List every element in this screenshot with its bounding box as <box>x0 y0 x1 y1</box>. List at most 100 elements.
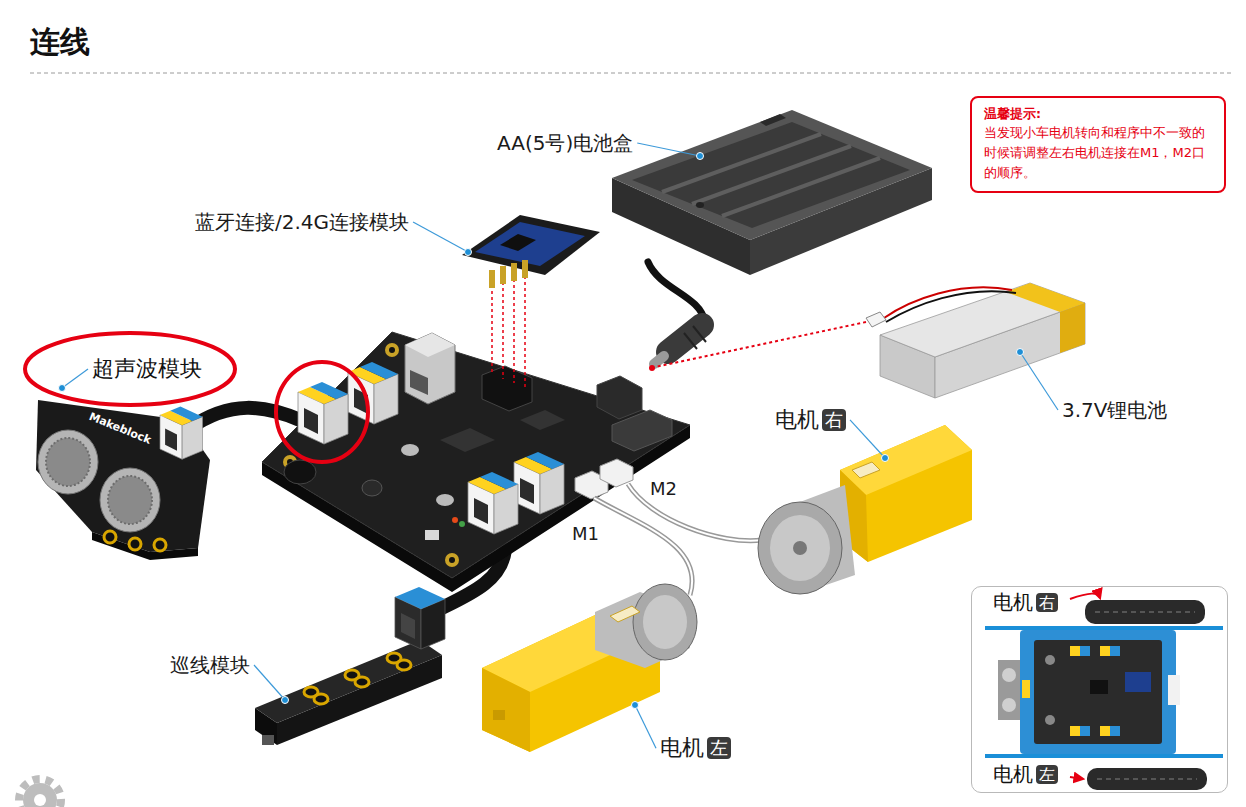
car-top-view <box>985 594 1223 790</box>
battery-box <box>722 158 880 216</box>
gear-icon <box>19 779 61 807</box>
leader-line <box>1020 352 1058 410</box>
motor-wires <box>628 484 762 541</box>
left-motor <box>633 584 697 660</box>
battery-cable <box>654 356 664 364</box>
main-board <box>449 557 455 563</box>
car-top-view <box>1100 646 1110 656</box>
car-top-view <box>1034 640 1162 744</box>
leader-dot <box>282 697 289 704</box>
car-top-view <box>1085 600 1205 624</box>
left-motor <box>482 668 530 752</box>
leader-dot <box>59 385 66 392</box>
ultrasonic-module <box>129 538 141 550</box>
leader-dot <box>1017 349 1024 356</box>
car-top-view <box>1090 680 1108 694</box>
main-board <box>389 347 395 353</box>
car-top-view <box>1168 675 1180 705</box>
leader-dot <box>632 702 639 709</box>
right-motor <box>852 462 880 478</box>
car-top-view <box>1070 594 1100 599</box>
car-top-view <box>1087 768 1207 790</box>
main-board <box>405 333 455 404</box>
ultrasonic-module <box>38 430 98 494</box>
motor-label: 电机 <box>993 590 1033 614</box>
motor-wires <box>594 484 762 595</box>
left-motor <box>493 710 505 720</box>
line-follower-module <box>255 587 445 745</box>
car-top-view <box>1070 726 1080 736</box>
ultrasonic-module <box>108 476 152 524</box>
leader-lines <box>59 143 1059 748</box>
line-follower-module <box>395 587 445 649</box>
main-board <box>436 494 454 506</box>
bluetooth-module <box>522 260 528 278</box>
car-top-view <box>1070 777 1083 779</box>
battery-cable <box>649 365 655 371</box>
battery-cable <box>693 326 706 342</box>
battery-cable <box>648 262 705 322</box>
bluetooth-module <box>489 270 495 288</box>
motor-label: 电机 <box>993 762 1033 786</box>
battery-box <box>760 114 786 126</box>
car-top-view <box>1002 698 1016 712</box>
car-top-view <box>1002 668 1016 682</box>
battery-box <box>612 110 932 240</box>
leader-line <box>254 665 285 700</box>
motor-label: 电机 <box>660 735 704 761</box>
motor-wires <box>594 498 692 595</box>
highlight-circle <box>276 362 368 462</box>
side-badge: 右 <box>1036 593 1058 612</box>
ultrasonic-module <box>36 400 210 552</box>
main-board <box>459 521 465 527</box>
part-label: 3.7V锂电池 <box>1062 398 1168 422</box>
motor-wires <box>628 484 762 541</box>
board-ports <box>298 362 564 534</box>
gear-icon <box>23 783 57 807</box>
motor-label: 电机 <box>775 407 819 433</box>
ultrasonic-module <box>46 438 90 486</box>
car-top-view <box>1070 646 1080 656</box>
right-motor <box>840 425 972 562</box>
main-board <box>600 459 633 487</box>
main-board <box>385 343 399 357</box>
leader-line <box>62 369 88 388</box>
car-top-view <box>985 754 1223 758</box>
car-top-view <box>1097 778 1197 780</box>
bluetooth-module <box>491 285 493 375</box>
leader-line <box>637 143 700 156</box>
bluetooth-module <box>500 234 536 251</box>
battery-cable <box>648 262 706 371</box>
tip-body: 当发现小车电机转向和程序中不一致的 时候请调整左右电机连接在M1，M2口 的顺序… <box>984 123 1214 183</box>
main-board <box>597 376 642 419</box>
leader-dot <box>697 153 704 160</box>
gear-icon <box>34 794 46 806</box>
battery-box <box>696 202 704 208</box>
battery-box <box>632 122 910 228</box>
bluetooth-module <box>524 276 526 387</box>
ultrasonic-module <box>160 407 203 460</box>
main-board <box>362 480 382 496</box>
motor-wires <box>594 498 692 595</box>
lithium-battery <box>866 283 1085 398</box>
gear-icon <box>19 779 61 807</box>
part-label: 巡线模块 <box>170 653 250 677</box>
car-top-view <box>1110 726 1120 736</box>
ultrasonic-module <box>154 539 166 551</box>
page-title: 连线 <box>30 24 90 60</box>
tip-heading: 温馨提示: <box>984 105 1214 123</box>
left-motor <box>643 595 687 649</box>
car-top-view <box>1022 680 1030 698</box>
board-ports <box>298 382 348 444</box>
battery-cable <box>668 325 702 352</box>
ultrasonic-module <box>92 532 198 560</box>
lithium-battery <box>1060 303 1085 353</box>
line-follower-module <box>397 660 411 670</box>
leader-dot <box>465 249 472 256</box>
main-board <box>284 460 316 484</box>
left-motor <box>610 606 640 622</box>
car-top-view <box>1125 672 1151 692</box>
main-board <box>520 410 565 430</box>
car-top-view <box>1045 655 1055 665</box>
right-motor <box>793 541 807 555</box>
